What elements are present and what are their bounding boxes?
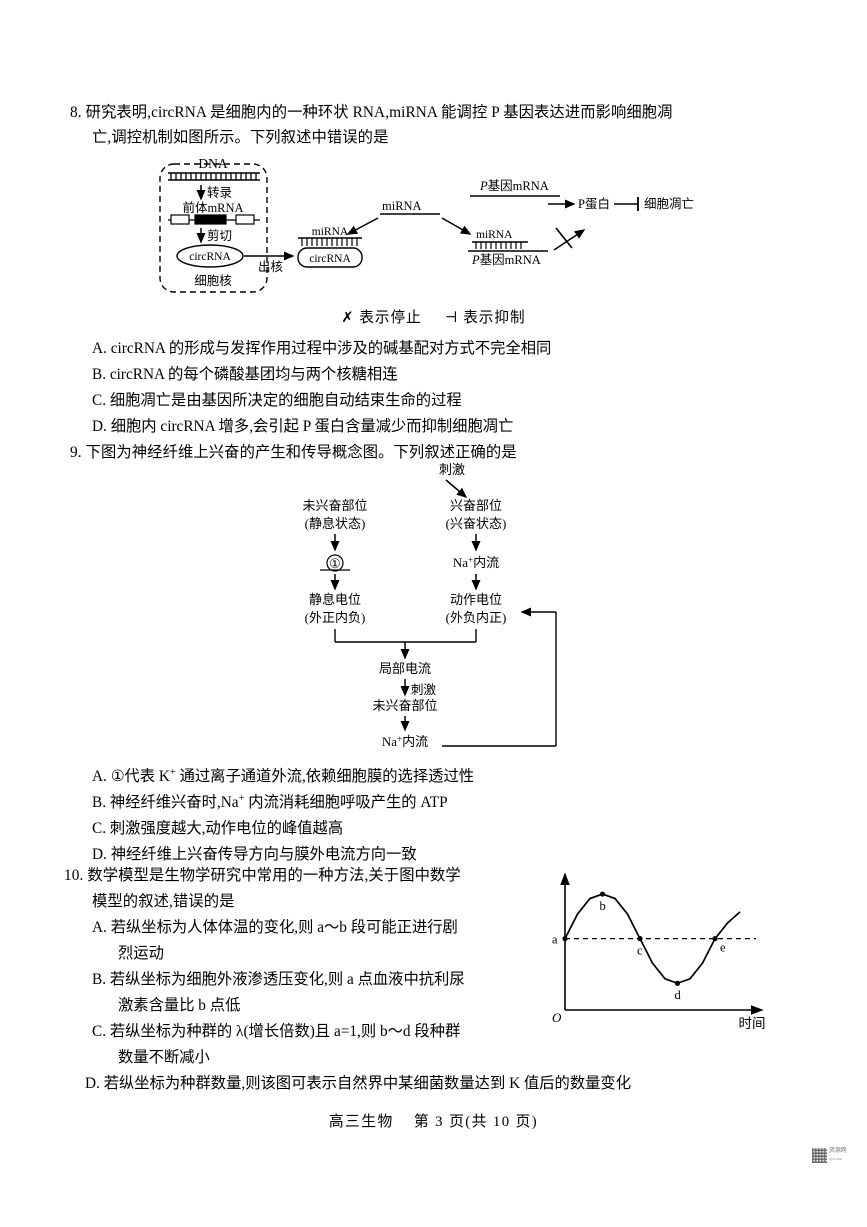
svg-text:O: O <box>552 1010 562 1025</box>
question-9-option-d: D. 神经纤维上兴奋传导方向与膜外电流方向一致 <box>92 846 417 863</box>
svg-text:前体mRNA: 前体mRNA <box>182 200 243 215</box>
question-10-option-b-line-2: 激素含量比 b 点低 <box>118 997 241 1014</box>
svg-text:circRNA: circRNA <box>189 251 231 263</box>
question-10-option-a-line-1: A. 若纵坐标为人体体温的变化,则 a～b 段可能正进行剧 <box>92 919 458 936</box>
question-9-option-b-text: B. 神经纤维兴奋时,Na+ 内流消耗细胞呼吸产生的 ATP <box>92 792 448 811</box>
chart-label-c: c <box>637 944 643 958</box>
qr-code-icon <box>812 1147 827 1163</box>
legend-inhibit-text: 表示抑制 <box>463 310 526 326</box>
svg-text:刺激: 刺激 <box>411 683 437 697</box>
svg-text:出核: 出核 <box>258 260 284 274</box>
question-9-option-c: C. 刺激强度越大,动作电位的峰值越高 <box>92 820 344 837</box>
svg-text:(外负内正): (外负内正) <box>446 610 507 625</box>
question-9-option-a-text: A. ①代表 K+ 通过离子通道外流,依赖细胞膜的选择透过性 <box>92 766 475 785</box>
question-8-option-a: A. circRNA 的形成与发挥作用过程中涉及的碱基配对方式不完全相同 <box>92 340 552 357</box>
page-footer: 高三生物 第 3 页(共 10 页) <box>0 1110 867 1131</box>
question-8-option-d: D. 细胞内 circRNA 增多,会引起 P 蛋白含量减少而抑制细胞凋亡 <box>92 418 514 435</box>
chart-label-e: e <box>720 941 726 955</box>
svg-text:刺激: 刺激 <box>439 462 465 477</box>
legend-stop-text: 表示停止 <box>359 310 422 326</box>
svg-text:兴奋部位: 兴奋部位 <box>450 498 502 513</box>
chart-point-d <box>674 980 681 986</box>
svg-text:剪切: 剪切 <box>207 228 232 243</box>
figure-1-legend: ✗ 表示停止 ⊣ 表示抑制 <box>0 306 867 327</box>
svg-text:(静息状态): (静息状态) <box>305 516 366 531</box>
question-10-option-d: D. 若纵坐标为种群数量,则该图可表示自然界中某细菌数量达到 K 值后的数量变化 <box>85 1075 632 1092</box>
svg-text:静息电位: 静息电位 <box>309 592 361 607</box>
question-8-option-c: C. 细胞凋亡是由基因所决定的细胞自动结束生命的过程 <box>92 392 462 409</box>
question-9-option-a: A. ①代表 K+ 通过离子通道外流,依赖细胞膜的选择透过性 <box>92 764 474 790</box>
question-8-stem-line-1: 8. 研究表明,circRNA 是细胞内的一种环状 RNA,miRNA 能调控 … <box>70 104 673 121</box>
question-8-stem-line-2: 亡,调控机制如图所示。下列叙述中错误的是 <box>92 129 389 146</box>
svg-text:(外正内负): (外正内负) <box>305 610 366 625</box>
svg-text:转录: 转录 <box>207 185 232 200</box>
figure-nerve-excitation-concept-map: 刺激 未兴奋部位 (静息状态) 兴奋部位 (兴奋状态) ① Na+内流 <box>250 462 620 762</box>
svg-text:miRNA: miRNA <box>312 226 349 238</box>
svg-text:miRNA: miRNA <box>382 199 422 213</box>
svg-text:P基因mRNA: P基因mRNA <box>479 179 549 193</box>
question-9-option-b: B. 神经纤维兴奋时,Na+ 内流消耗细胞呼吸产生的 ATP <box>92 790 448 816</box>
question-10-option-c-line-1: C. 若纵坐标为种群的 λ(增长倍数)且 a=1,则 b～d 段种群 <box>92 1023 461 1040</box>
footer-subject: 高三生物 <box>328 1114 394 1130</box>
legend-stop-symbol: ✗ <box>341 310 355 326</box>
svg-text:Na+内流: Na+内流 <box>453 555 499 570</box>
question-10-option-b-line-1: B. 若纵坐标为细胞外液渗透压变化,则 a 点血液中抗利尿 <box>92 971 465 988</box>
svg-text:局部电流: 局部电流 <box>379 661 431 676</box>
svg-text:细胞核: 细胞核 <box>194 274 232 288</box>
chart-point-b <box>599 891 606 897</box>
question-9-stem: 9. 下图为神经纤维上兴奋的产生和传导概念图。下列叙述正确的是 <box>70 444 517 461</box>
chart-label-d: d <box>675 988 682 1002</box>
svg-text:circRNA: circRNA <box>309 253 351 265</box>
svg-text:DNA: DNA <box>198 156 227 171</box>
footer-page-number: 第 3 页(共 10 页) <box>413 1114 539 1130</box>
question-10-stem-line-2: 模型的叙述,错误的是 <box>92 893 235 910</box>
svg-text:未兴奋部位: 未兴奋部位 <box>372 698 437 713</box>
svg-text:①: ① <box>329 556 341 571</box>
legend-inhibit-symbol: ⊣ <box>444 310 459 326</box>
svg-text:未兴奋部位: 未兴奋部位 <box>302 498 367 513</box>
figure-math-model-chart: O 时间 a b c d e <box>520 862 820 1032</box>
chart-label-b: b <box>600 899 606 913</box>
chart-label-a: a <box>552 933 558 947</box>
svg-text:(兴奋状态): (兴奋状态) <box>446 516 507 531</box>
question-10-stem-line-1: 10. 数学模型是生物学研究中常用的一种方法,关于图中数学 <box>64 867 461 884</box>
svg-text:动作电位: 动作电位 <box>450 592 502 607</box>
chart-point-a <box>562 936 568 942</box>
svg-text:miRNA: miRNA <box>476 229 513 241</box>
chart-point-e <box>712 936 718 942</box>
figure-circrna-regulation: DNA 转录 前体mR <box>150 152 710 302</box>
svg-text:时间: 时间 <box>739 1016 766 1031</box>
svg-text:P基因mRNA: P基因mRNA <box>471 253 541 267</box>
question-8-option-b: B. circRNA 的每个磷酸基团均与两个核糖相连 <box>92 366 398 383</box>
svg-text:Na+内流: Na+内流 <box>382 734 428 749</box>
question-10-option-c-line-2: 数量不断减小 <box>118 1049 210 1066</box>
chart-point-c <box>637 936 643 942</box>
svg-text:细胞凋亡: 细胞凋亡 <box>644 197 694 211</box>
question-10-option-a-line-2: 烈运动 <box>118 945 164 962</box>
svg-text:P蛋白: P蛋白 <box>578 196 610 211</box>
